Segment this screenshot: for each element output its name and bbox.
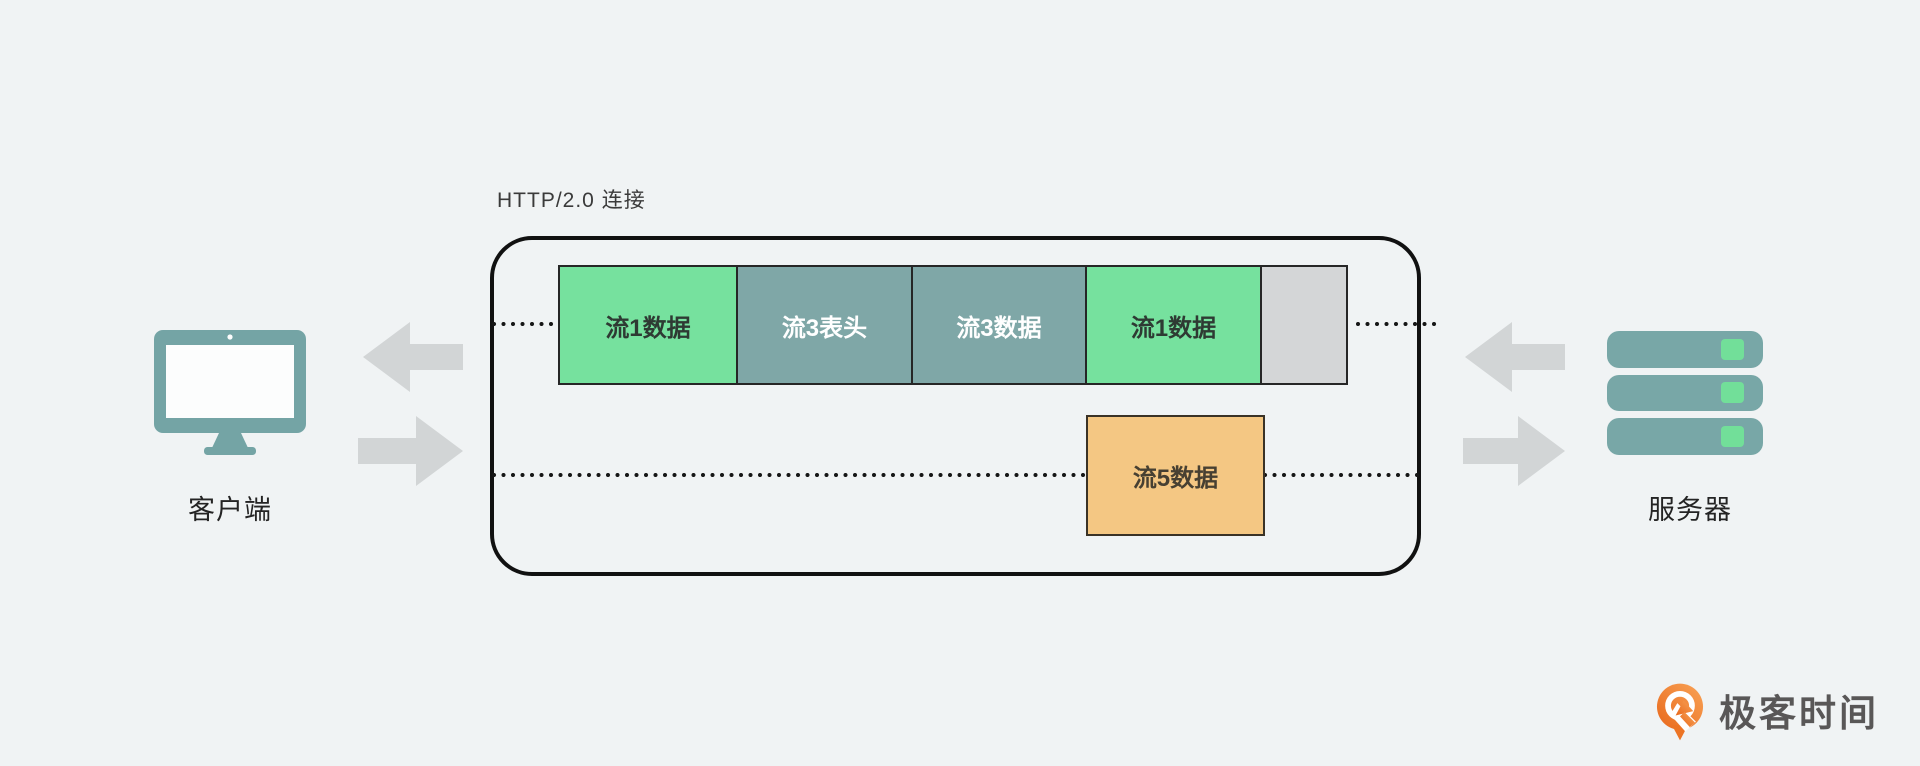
frame-block-label: 流1数据 — [1130, 314, 1217, 342]
frame-block-stream1-data: 流1数据 — [1085, 265, 1262, 385]
frame-block-empty — [1260, 265, 1348, 385]
server-rack-icon — [1607, 331, 1763, 455]
frame-block-label: 流1数据 — [605, 314, 691, 342]
server-label: 服务器 — [1648, 495, 1732, 525]
http2-connection-box — [490, 236, 1421, 576]
frame-block-stream1-data: 流1数据 — [558, 265, 738, 385]
request-arrow-server-side-icon — [1463, 416, 1565, 486]
lane2-dotted-line-right — [1263, 473, 1419, 477]
frame-block-stream3-header: 流3表头 — [736, 265, 913, 385]
frame-block-label: 流3表头 — [781, 314, 868, 342]
frame-block-stream5-data: 流5数据 — [1086, 415, 1265, 536]
frame-lane-1: 流1数据 流3表头 流3数据 流1数据 — [558, 265, 1348, 385]
client-monitor-icon — [154, 330, 306, 455]
geektime-logo-icon — [1656, 683, 1704, 741]
geektime-logo: 极客时间 — [1653, 681, 1879, 743]
request-arrow-client-side-icon — [358, 416, 463, 486]
lane1-dotted-line-right — [1356, 322, 1440, 326]
frame-block-stream3-data: 流3数据 — [911, 265, 1087, 385]
response-arrow-server-side-icon — [1465, 322, 1565, 392]
frame-block-label: 流3数据 — [956, 314, 1042, 342]
lane1-dotted-line-left — [492, 322, 560, 326]
lane2-dotted-line-left — [492, 473, 1087, 477]
frame-block-label: 流5数据 — [1132, 465, 1219, 492]
response-arrow-client-side-icon — [363, 322, 463, 392]
geektime-logo-text: 极客时间 — [1719, 692, 1879, 734]
client-label: 客户端 — [188, 495, 272, 525]
connection-title: HTTP/2.0 连接 — [497, 189, 646, 212]
